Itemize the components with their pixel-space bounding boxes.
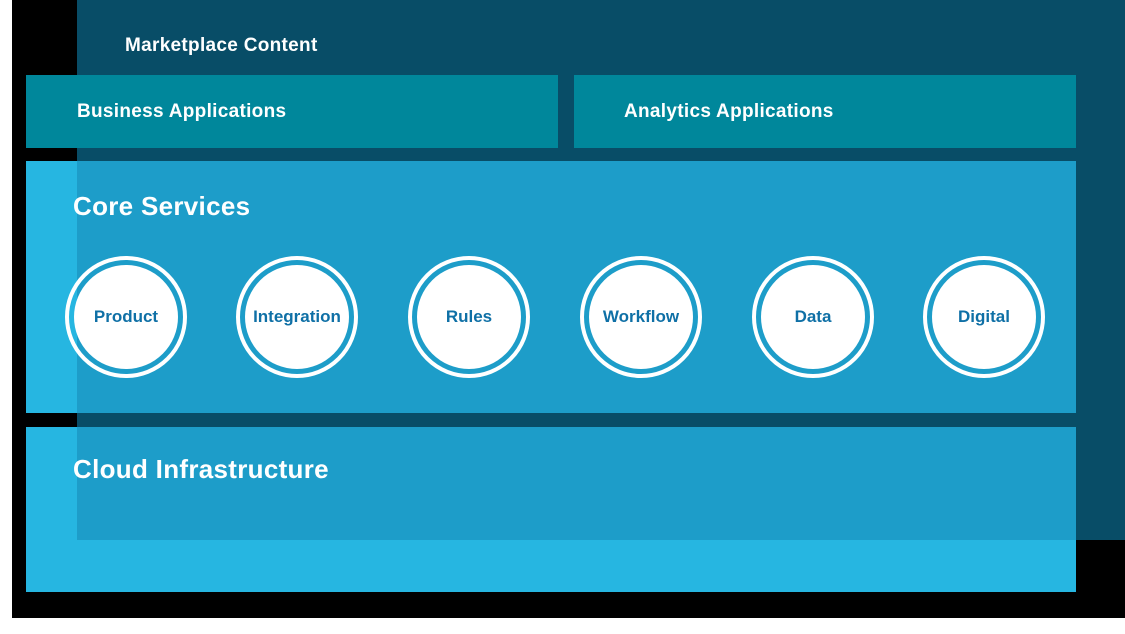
service-label-digital: Digital <box>958 307 1010 326</box>
service-label-workflow: Workflow <box>602 307 680 326</box>
service-circle-workflow: Workflow <box>580 256 702 378</box>
core-services-box: Core Services Product Integration Rules … <box>26 161 1076 413</box>
service-label-product: Product <box>93 307 159 326</box>
service-circle-digital-inner: Digital <box>932 265 1036 369</box>
service-circle-integration-inner: Integration <box>245 265 349 369</box>
service-circle-product: Product <box>65 256 187 378</box>
service-circle-integration: Integration <box>236 256 358 378</box>
cloud-infrastructure-box: Cloud Infrastructure <box>26 427 1076 592</box>
service-circle-workflow-inner: Workflow <box>589 265 693 369</box>
service-circle-rules-inner: Rules <box>417 265 521 369</box>
core-services-title: Core Services <box>73 191 251 221</box>
service-label-data: Data <box>794 307 832 326</box>
service-circle-product-inner: Product <box>74 265 178 369</box>
business-applications-box: Business Applications <box>26 75 558 148</box>
analytics-applications-label: Analytics Applications <box>624 100 834 122</box>
service-circle-data: Data <box>752 256 874 378</box>
service-label-rules: Rules <box>445 307 493 326</box>
analytics-applications-box: Analytics Applications <box>574 75 1076 148</box>
service-label-integration: Integration <box>253 307 341 326</box>
service-circle-digital: Digital <box>923 256 1045 378</box>
business-applications-label: Business Applications <box>77 100 287 122</box>
marketplace-content-label: Marketplace Content <box>125 35 318 56</box>
service-circle-data-inner: Data <box>761 265 865 369</box>
cloud-infrastructure-body <box>77 427 1076 540</box>
cloud-infrastructure-title: Cloud Infrastructure <box>73 454 329 484</box>
service-circle-rules: Rules <box>408 256 530 378</box>
